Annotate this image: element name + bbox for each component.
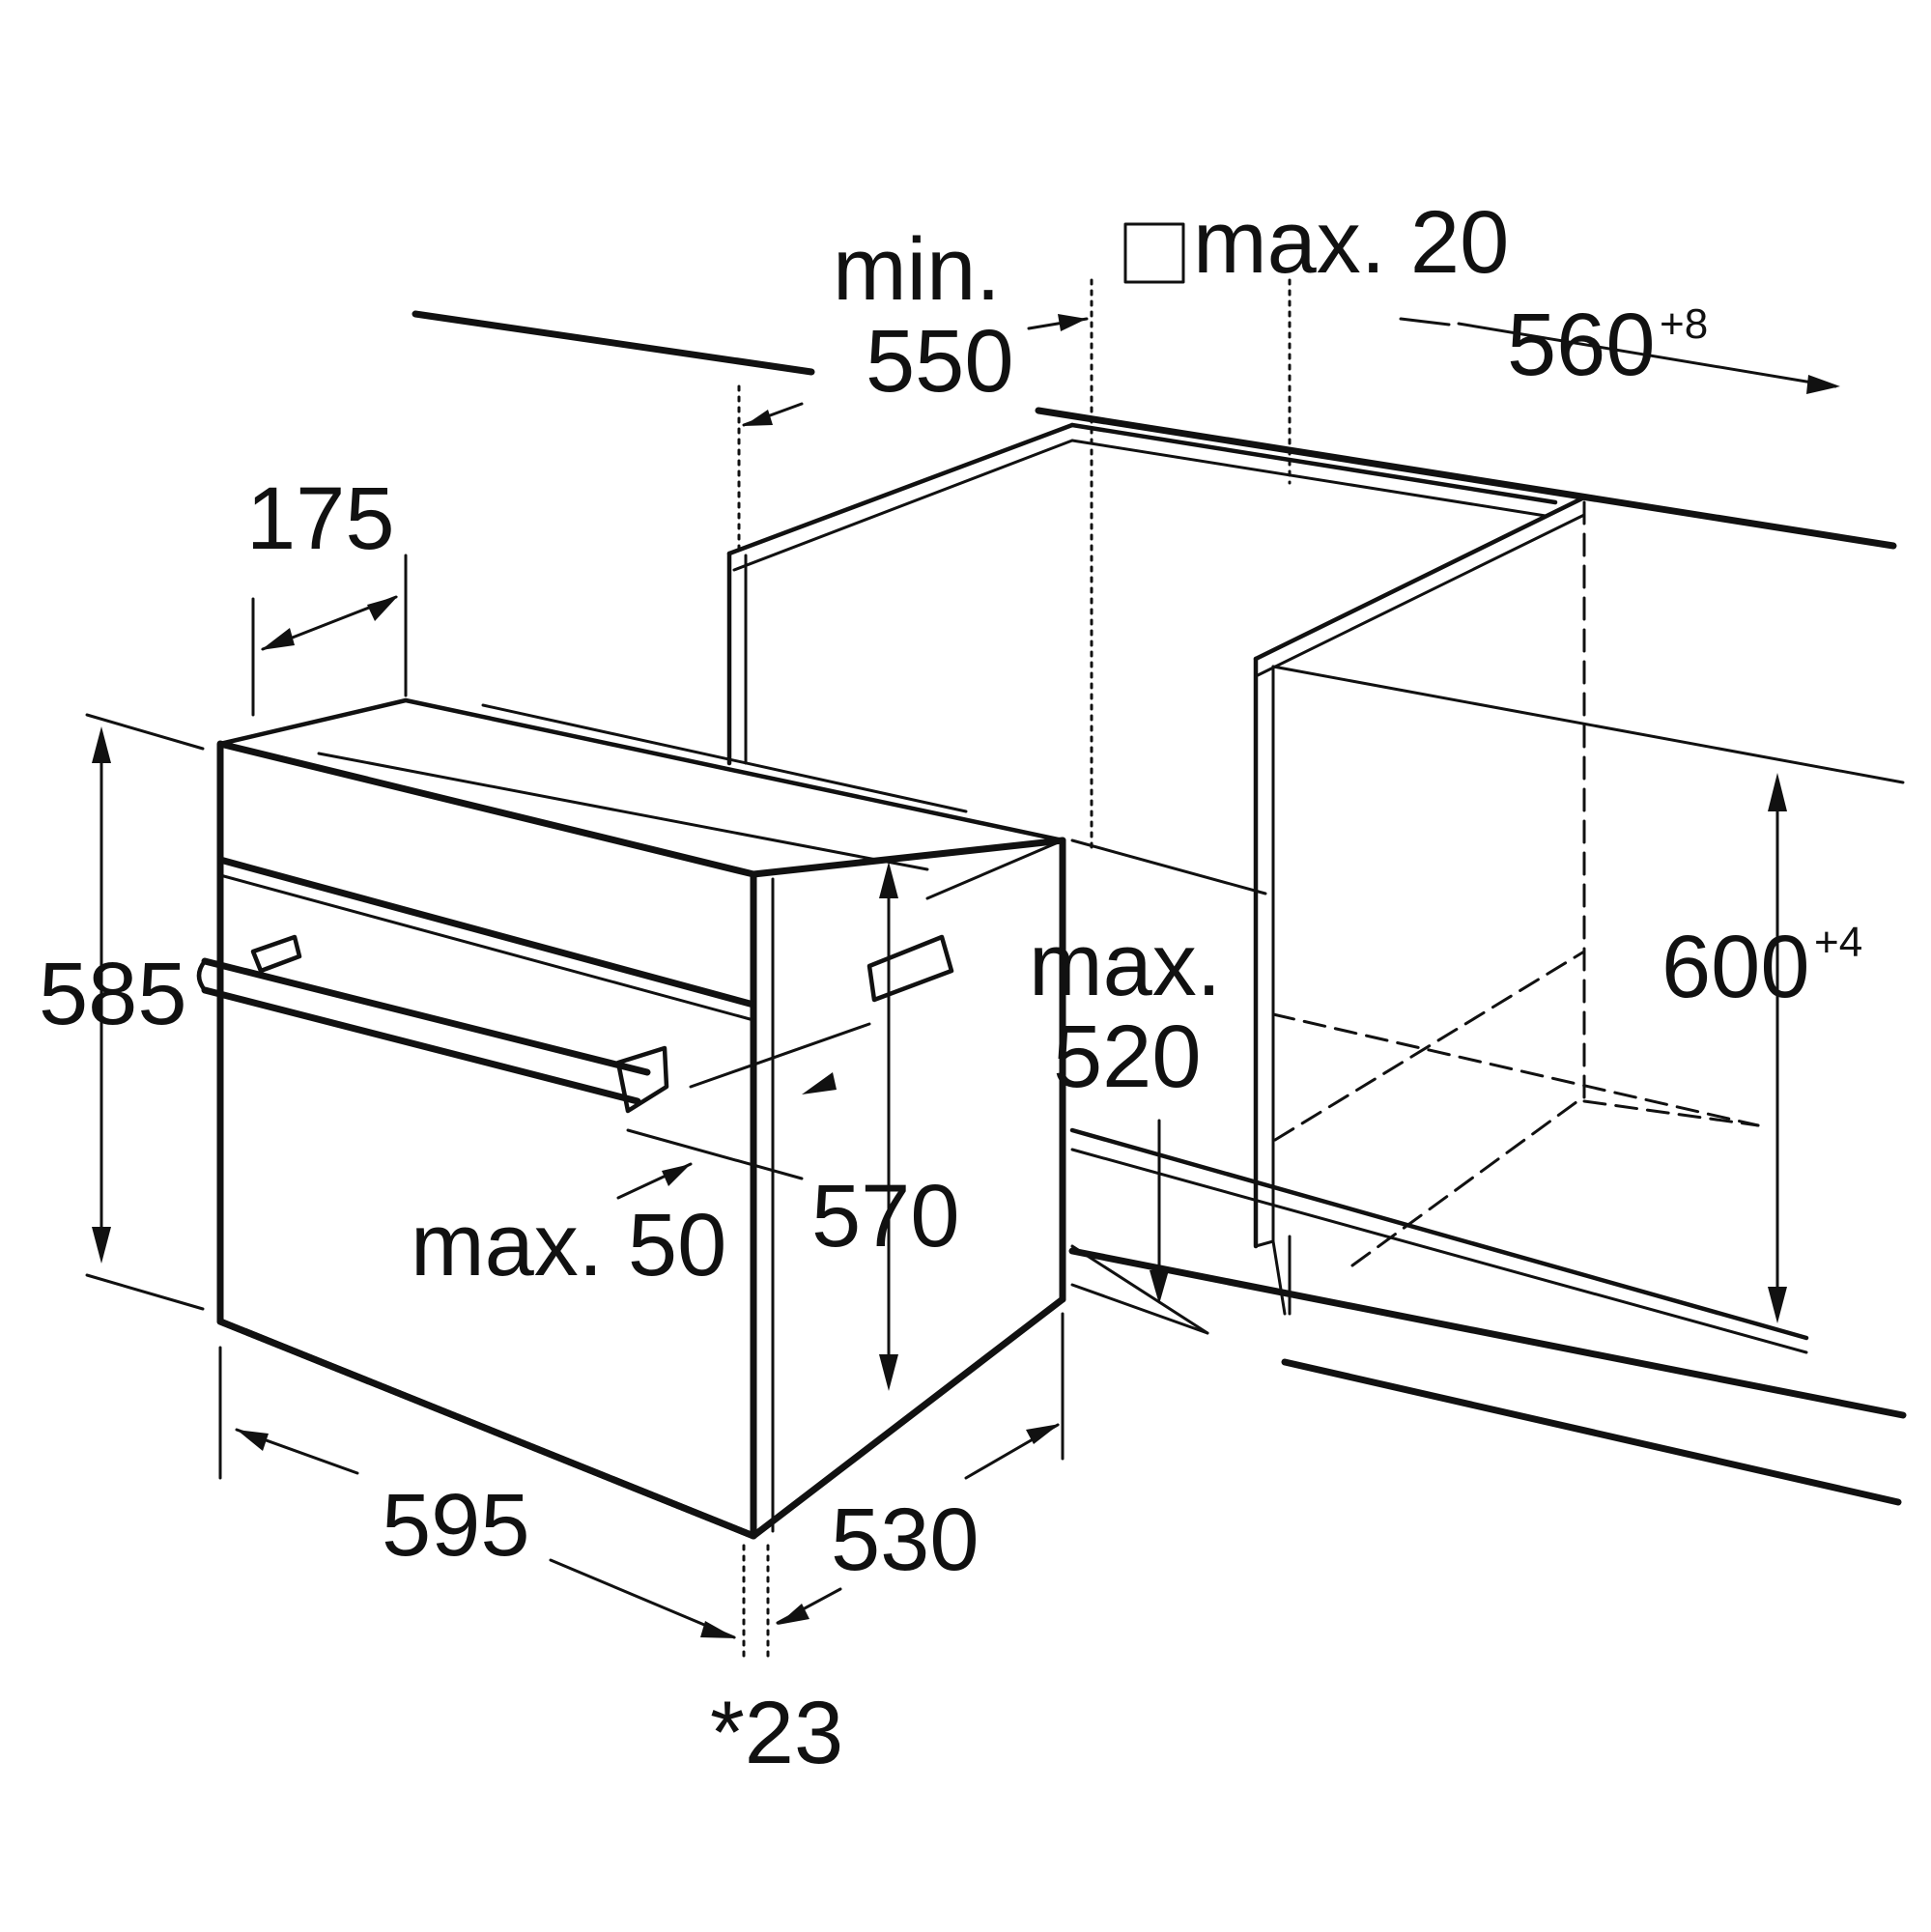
niche-back-top: [1271, 665, 1905, 784]
niche-left-top-slope: [726, 422, 1075, 556]
plinth-line-2: [1281, 1358, 1902, 1506]
niche-dashed-diagonal-1: [1273, 950, 1586, 1142]
label-530: 530: [831, 1491, 980, 1589]
oven-front-panel: [216, 740, 757, 1540]
dimension-labels: min. 550 max. 20 560 +8 175 585 max. 520…: [39, 193, 1862, 1782]
label-max-520-value: 520: [1053, 1008, 1202, 1106]
plinth-line-1: [1068, 1247, 1907, 1419]
niche-dashed-rear-bottom: [1582, 1099, 1760, 1127]
label-front-23: *23: [710, 1684, 843, 1782]
niche-right-top-slope-inner: [1254, 513, 1586, 678]
cabinet-niche: [412, 278, 1907, 1506]
label-600-tolerance: +4: [1814, 919, 1862, 966]
label-560: 560: [1507, 296, 1656, 394]
label-max-20: max. 20: [1193, 193, 1509, 292]
label-max-520-top: max.: [1029, 916, 1221, 1014]
niche-top-front-inner: [1070, 439, 1548, 518]
oven-front-bottom-thick: [216, 1318, 757, 1540]
label-595: 595: [382, 1476, 530, 1575]
label-min: min.: [833, 220, 1001, 319]
oven-door-handle: [196, 934, 669, 1114]
oven-top-face: [217, 697, 1065, 877]
worktop-edge-left: [412, 310, 815, 376]
niche-top-front: [1069, 422, 1558, 505]
oven-side-inner-line: [925, 838, 1065, 900]
niche-floor-front-inner: [1070, 1148, 1808, 1354]
label-570: 570: [811, 1167, 960, 1265]
square-outline-icon: [1123, 222, 1185, 284]
max520-ref-bottom: [1070, 1244, 1209, 1335]
niche-dashed-diagonal-2: [1350, 1094, 1586, 1267]
oven-side-bracket: [866, 934, 954, 1003]
niche-left-top-slope-inner: [732, 439, 1074, 572]
label-175: 175: [246, 469, 395, 568]
oven-side-bottom: [750, 1295, 1066, 1540]
oven: [196, 697, 1066, 1540]
label-560-tolerance: +8: [1660, 300, 1708, 348]
oven-control-strip: [216, 856, 757, 1009]
label-max-50: max. 50: [411, 1196, 726, 1294]
niche-right-wall-foot: [1254, 1239, 1275, 1248]
label-585: 585: [39, 945, 187, 1043]
oven-side-top: [750, 837, 1066, 878]
oven-top-inner: [317, 752, 929, 871]
oven-top-back: [481, 703, 968, 813]
niche-right-top-slope: [1253, 495, 1587, 662]
oven-control-strip-inner: [218, 873, 755, 1022]
niche-back-middle: [1271, 1012, 1760, 1127]
niche-left-lower-1: [1271, 1239, 1287, 1316]
label-min-550: 550: [866, 312, 1014, 411]
label-600: 600: [1661, 918, 1810, 1016]
max520-ref-top: [1070, 838, 1267, 895]
worktop-front-edge: [1035, 407, 1897, 550]
dimension-lines: [85, 314, 1840, 1663]
niche-floor-front: [1069, 1127, 1809, 1341]
plinth-line-short: [1070, 1283, 1209, 1335]
